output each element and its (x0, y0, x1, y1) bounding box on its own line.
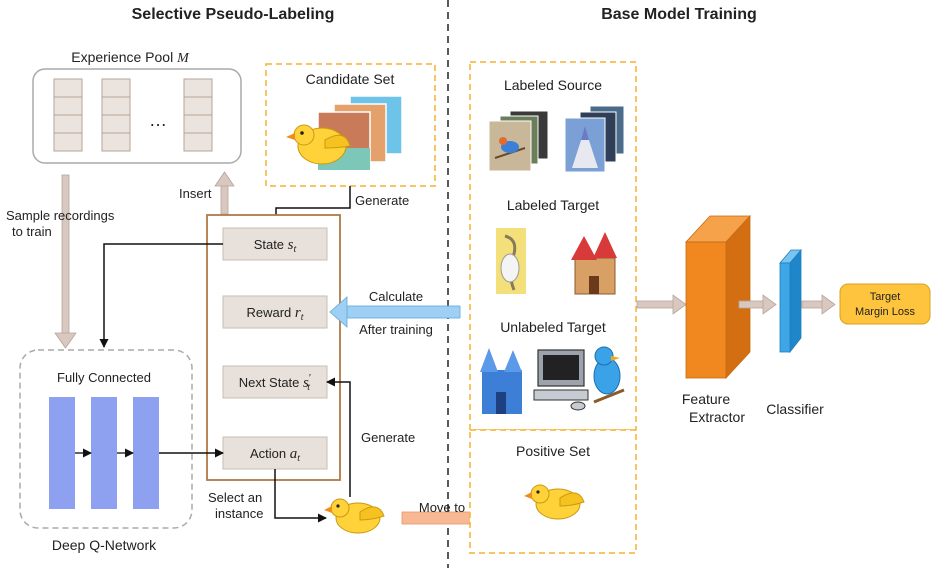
svg-text:Margin Loss: Margin Loss (855, 306, 915, 318)
section-header-right: Base Model Training (601, 6, 757, 23)
section-header-left: Selective Pseudo-Labeling (132, 6, 335, 23)
after-training-label: After training (359, 322, 433, 337)
classifier-to-loss-arrow (801, 294, 836, 315)
generate-label-top: Generate (355, 193, 409, 208)
dqn-title: Deep Q-Network (52, 537, 157, 553)
target-margin-loss-box: Target Margin Loss (839, 283, 931, 325)
labeled-source-images (488, 105, 625, 173)
select-label-1: Select an (208, 490, 262, 505)
extractor-to-classifier-arrow (738, 294, 777, 315)
unlabeled-target-images (480, 346, 625, 414)
next-state-box: Next State s′t (222, 365, 328, 399)
select-instance-arrow (274, 469, 327, 523)
move-to-label: Move to (419, 500, 465, 515)
select-label-2: instance (215, 506, 263, 521)
svg-text:Reward rt: Reward rt (246, 305, 303, 323)
candidate-set: Candidate Set (265, 63, 436, 187)
classifier-label: Classifier (766, 401, 824, 417)
positive-set-label: Positive Set (516, 443, 590, 459)
candidate-set-title: Candidate Set (306, 71, 395, 87)
feature-extractor-block (685, 214, 751, 380)
insert-arrow (214, 171, 235, 215)
feature-extractor-label-1: Feature (682, 391, 730, 407)
experience-pool-title: Experience Pool M (71, 49, 190, 66)
svg-text:State st: State st (254, 237, 297, 255)
calculate-label: Calculate (369, 289, 423, 304)
pool-column-3 (183, 78, 213, 152)
pool-ellipsis: … (149, 110, 167, 130)
labeled-source-label: Labeled Source (504, 77, 602, 93)
data-to-extractor-arrow (636, 294, 687, 315)
candidate-bird-image (286, 124, 351, 165)
svg-text:Target: Target (870, 291, 901, 303)
sample-label-1: Sample recordings (6, 208, 115, 223)
labeled-target-label: Labeled Target (507, 197, 599, 213)
experience-pool: Experience Pool M … (32, 49, 242, 164)
svg-text:Action at: Action at (250, 446, 300, 464)
fully-connected-label: Fully Connected (57, 370, 151, 385)
classifier-block (779, 248, 802, 354)
selected-bird-image (324, 498, 385, 534)
svg-text:Next State s′t: Next State s′t (239, 372, 312, 393)
pool-column-2 (101, 78, 131, 152)
labeled-target-images (496, 228, 617, 295)
insert-label: Insert (179, 186, 212, 201)
dqn-layer-1 (49, 397, 75, 509)
sample-arrow (54, 174, 77, 349)
pool-column-1 (53, 78, 83, 152)
action-box: Action at (222, 436, 328, 470)
state-to-dqn-arrow (99, 243, 223, 348)
dqn-layer-2 (91, 397, 117, 509)
generate-arrow-bottom (326, 377, 351, 497)
deep-q-network: Fully Connected (19, 349, 193, 529)
state-box: State st (222, 227, 328, 261)
positive-bird-image (524, 484, 585, 520)
unlabeled-target-label: Unlabeled Target (500, 319, 606, 335)
calculate-arrow (329, 296, 461, 328)
dqn-layer-3 (133, 397, 159, 509)
feature-extractor-label-2: Extractor (689, 409, 745, 425)
reward-box: Reward rt (222, 295, 328, 329)
generate-label-bottom: Generate (361, 430, 415, 445)
sample-label-2: to train (12, 224, 52, 239)
